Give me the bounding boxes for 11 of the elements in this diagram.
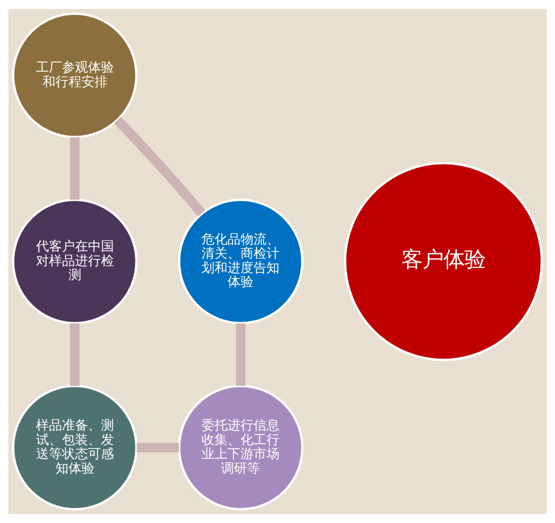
node-circle: 委托进行信息收集、化工行业上下游市场调研等 — [178, 384, 304, 510]
node-circle: 危化品物流、清关、商检计划和进度告知体验 — [178, 198, 304, 324]
connector — [70, 137, 80, 200]
node-circle: 工厂参观体验和行程安排 — [12, 12, 138, 138]
node-circle: 客户体验 — [344, 162, 544, 362]
node-circle: 样品准备、测试、包装、发送等状态可感知体验 — [12, 384, 138, 510]
connector — [114, 116, 206, 216]
node-circle: 代客户在中国对样品进行检测 — [12, 198, 138, 324]
connector — [136, 442, 179, 452]
connector — [70, 323, 80, 386]
connector — [236, 323, 246, 386]
